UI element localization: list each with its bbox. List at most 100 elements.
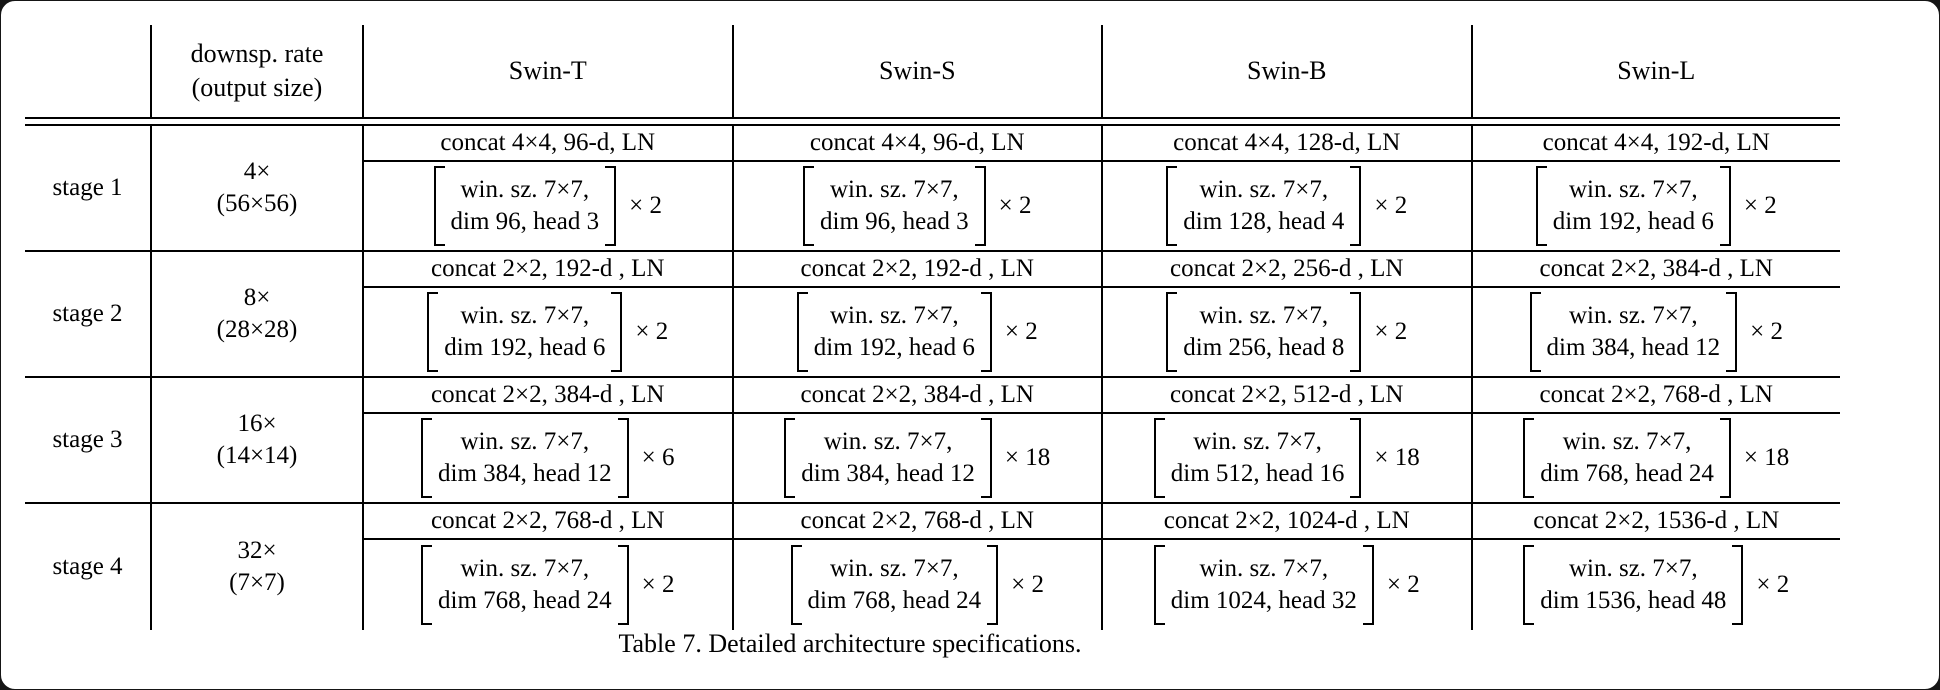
win-size-line: win. sz. 7×7, bbox=[1568, 175, 1698, 203]
right-bracket bbox=[1732, 545, 1744, 625]
win-size-line: win. sz. 7×7, bbox=[460, 554, 590, 582]
concat-row: concat 2×2, 192-d , LN bbox=[364, 252, 732, 288]
stage1-swin-s-cell: concat 4×4, 96-d, LN win. sz. 7×7, dim 9… bbox=[731, 126, 1101, 252]
stage1-swin-t-cell: concat 4×4, 96-d, LN win. sz. 7×7, dim 9… bbox=[362, 126, 732, 252]
right-bracket bbox=[1719, 418, 1731, 498]
block-multiplier: × 6 bbox=[641, 444, 675, 471]
stage4-swin-b-cell: concat 2×2, 1024-d , LN win. sz. 7×7, di… bbox=[1101, 504, 1471, 630]
architecture-table: downsp. rate (output size) Swin-T Swin-S… bbox=[25, 25, 1840, 630]
stage2-label: stage 2 bbox=[25, 252, 150, 378]
block-row: win. sz. 7×7, dim 768, head 24 × 2 bbox=[734, 540, 1102, 630]
right-bracket bbox=[611, 292, 623, 372]
left-bracket bbox=[790, 545, 802, 625]
right-bracket bbox=[617, 418, 629, 498]
header-swin-b: Swin-B bbox=[1101, 25, 1471, 117]
win-size-line: win. sz. 7×7, bbox=[1199, 175, 1329, 203]
concat-row: concat 2×2, 1536-d , LN bbox=[1472, 504, 1840, 540]
win-size-line: win. sz. 7×7, bbox=[823, 427, 953, 455]
stage2-swin-s-cell: concat 2×2, 192-d , LN win. sz. 7×7, dim… bbox=[731, 252, 1101, 378]
block-multiplier: × 2 bbox=[635, 318, 669, 345]
left-bracket bbox=[1523, 545, 1535, 625]
block-multiplier: × 2 bbox=[1011, 571, 1044, 598]
header-swin-t: Swin-T bbox=[362, 25, 732, 117]
win-size-line: win. sz. 7×7, bbox=[829, 175, 959, 203]
header-double-rule bbox=[25, 117, 1840, 126]
dim-head-line: dim 192, head 6 bbox=[1552, 208, 1714, 235]
bracket-block: win. sz. 7×7, dim 768, head 24 bbox=[421, 545, 629, 625]
dim-head-line: dim 192, head 6 bbox=[813, 334, 975, 361]
block-multiplier: × 2 bbox=[1756, 571, 1790, 598]
dim-head-line: dim 384, head 12 bbox=[801, 460, 975, 487]
stage2-swin-t-cell: concat 2×2, 192-d , LN win. sz. 7×7, dim… bbox=[362, 252, 732, 378]
left-bracket bbox=[1529, 292, 1541, 372]
block-multiplier: × 2 bbox=[1743, 192, 1777, 219]
dim-head-line: dim 128, head 4 bbox=[1183, 208, 1345, 235]
win-size-line: win. sz. 7×7, bbox=[1568, 301, 1698, 329]
bracket-block: win. sz. 7×7, dim 512, head 16 bbox=[1153, 418, 1362, 498]
stage2-swin-l-cell: concat 2×2, 384-d , LN win. sz. 7×7, dim… bbox=[1470, 252, 1840, 378]
win-size-line: win. sz. 7×7, bbox=[1199, 554, 1329, 582]
bracket-block: win. sz. 7×7, dim 192, head 6 bbox=[796, 292, 992, 372]
win-size-line: win. sz. 7×7, bbox=[829, 301, 959, 329]
stage1-label: stage 1 bbox=[25, 126, 150, 252]
block-row: win. sz. 7×7, dim 256, head 8 × 2 bbox=[1103, 288, 1471, 376]
dim-head-line: dim 256, head 8 bbox=[1183, 334, 1345, 361]
concat-row: concat 2×2, 768-d , LN bbox=[1472, 378, 1840, 414]
bracket-block: win. sz. 7×7, dim 384, head 12 bbox=[1529, 292, 1738, 372]
block-row: win. sz. 7×7, dim 1024, head 32 × 2 bbox=[1103, 540, 1471, 630]
block-multiplier: × 2 bbox=[1750, 318, 1783, 345]
block-multiplier: × 2 bbox=[641, 571, 675, 598]
block-row: win. sz. 7×7, dim 192, head 6 × 2 bbox=[364, 288, 732, 376]
left-bracket bbox=[1153, 545, 1165, 625]
concat-row: concat 2×2, 1024-d , LN bbox=[1103, 504, 1471, 540]
concat-row: concat 4×4, 128-d, LN bbox=[1103, 126, 1471, 162]
left-bracket bbox=[796, 292, 808, 372]
left-bracket bbox=[421, 418, 433, 498]
left-bracket bbox=[1535, 166, 1547, 246]
left-bracket bbox=[1523, 418, 1535, 498]
stage3-rate: 16× bbox=[237, 409, 277, 437]
left-bracket bbox=[803, 166, 815, 246]
dim-head-line: dim 1536, head 48 bbox=[1540, 587, 1727, 614]
stage3-swin-b-cell: concat 2×2, 512-d , LN win. sz. 7×7, dim… bbox=[1101, 378, 1471, 504]
bracket-block: win. sz. 7×7, dim 384, head 12 bbox=[421, 418, 629, 498]
win-size-line: win. sz. 7×7, bbox=[1193, 427, 1322, 455]
concat-row: concat 2×2, 384-d , LN bbox=[1472, 252, 1840, 288]
stage2-output: (28×28) bbox=[216, 316, 298, 343]
win-size-line: win. sz. 7×7, bbox=[460, 301, 590, 329]
bracket-block: win. sz. 7×7, dim 128, head 4 bbox=[1166, 166, 1362, 246]
stage3-swin-l-cell: concat 2×2, 768-d , LN win. sz. 7×7, dim… bbox=[1470, 378, 1841, 504]
win-size-line: win. sz. 7×7, bbox=[829, 554, 959, 582]
win-size-line: win. sz. 7×7, bbox=[460, 175, 590, 203]
block-row: win. sz. 7×7, dim 1536, head 48 × 2 bbox=[1473, 540, 1841, 630]
stage4-swin-l-cell: concat 2×2, 1536-d , LN win. sz. 7×7, di… bbox=[1470, 504, 1841, 630]
bracket-block: win. sz. 7×7, dim 192, head 6 bbox=[427, 292, 623, 372]
header-downsp-line1: downsp. rate bbox=[190, 39, 324, 69]
stage3-label: stage 3 bbox=[25, 378, 150, 504]
block-row: win. sz. 7×7, dim 384, head 12 × 18 bbox=[734, 414, 1102, 502]
win-size-line: win. sz. 7×7, bbox=[1568, 554, 1698, 582]
concat-row: concat 2×2, 384-d , LN bbox=[364, 378, 732, 414]
stage4-rate-cell: 32× (7×7) bbox=[150, 504, 362, 630]
concat-row: concat 2×2, 768-d , LN bbox=[733, 504, 1101, 540]
block-row: win. sz. 7×7, dim 768, head 24 × 2 bbox=[364, 540, 732, 630]
stage4-rate: 32× bbox=[237, 536, 277, 564]
dim-head-line: dim 768, head 24 bbox=[438, 587, 612, 614]
dim-head-line: dim 512, head 16 bbox=[1170, 460, 1345, 487]
win-size-line: win. sz. 7×7, bbox=[1199, 301, 1329, 329]
block-row: win. sz. 7×7, dim 192, head 6 × 2 bbox=[1473, 162, 1841, 250]
block-row: win. sz. 7×7, dim 768, head 24 × 18 bbox=[1473, 414, 1841, 502]
bracket-block: win. sz. 7×7, dim 192, head 6 bbox=[1535, 166, 1731, 246]
block-multiplier: × 2 bbox=[1386, 571, 1420, 598]
bracket-block: win. sz. 7×7, dim 96, head 3 bbox=[433, 166, 617, 246]
stage3-swin-s-cell: concat 2×2, 384-d , LN win. sz. 7×7, dim… bbox=[731, 378, 1102, 504]
left-bracket bbox=[421, 545, 433, 625]
win-size-line: win. sz. 7×7, bbox=[460, 427, 590, 455]
bracket-block: win. sz. 7×7, dim 768, head 24 bbox=[1523, 418, 1731, 498]
right-bracket bbox=[1726, 292, 1738, 372]
dim-head-line: dim 768, head 24 bbox=[1540, 460, 1714, 487]
stage1-rate: 4× bbox=[243, 157, 271, 185]
stage2-rate-cell: 8× (28×28) bbox=[150, 252, 362, 378]
right-bracket bbox=[605, 166, 617, 246]
dim-head-line: dim 192, head 6 bbox=[444, 334, 606, 361]
